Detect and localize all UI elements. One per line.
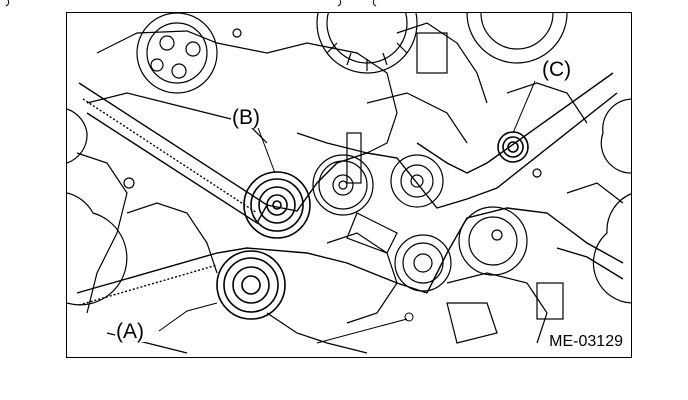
right-idler bbox=[390, 154, 444, 208]
idler-pulley-b bbox=[243, 171, 311, 239]
top-right-pulley bbox=[466, 13, 568, 64]
far-right-gear bbox=[592, 98, 631, 304]
idler-pulley-c bbox=[497, 131, 529, 163]
top-center-gear bbox=[316, 13, 418, 74]
figure-code: ME-03129 bbox=[547, 333, 625, 351]
top-edge-marks bbox=[5, 0, 377, 7]
far-left-gear bbox=[67, 108, 128, 306]
callout-c-label: (C) bbox=[541, 58, 573, 81]
top-left-pulley bbox=[136, 13, 218, 94]
timing-belt-illustration bbox=[67, 13, 631, 354]
timing-belt bbox=[76, 72, 624, 306]
tensioner-pulley-a bbox=[216, 250, 286, 320]
leader-lines bbox=[158, 80, 536, 344]
callout-b-label: (B) bbox=[231, 106, 261, 129]
diagram-frame: (A) (B) (C) ME-03129 bbox=[66, 12, 632, 358]
callout-a-label: (A) bbox=[115, 320, 145, 343]
camshaft-sprocket-center bbox=[312, 154, 374, 216]
crank-sprocket bbox=[394, 234, 452, 292]
right-cam-sprocket bbox=[458, 206, 528, 276]
